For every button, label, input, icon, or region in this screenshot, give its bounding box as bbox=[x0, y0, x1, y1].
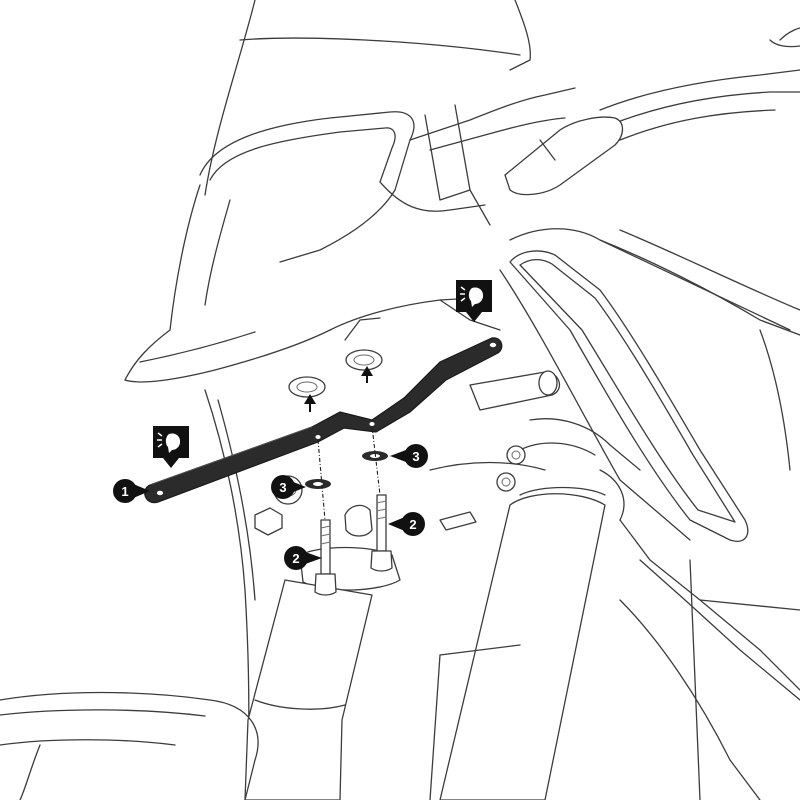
callout-label: 3 bbox=[279, 480, 286, 495]
up-arrow-icon bbox=[361, 366, 373, 383]
assembly-axis-line bbox=[371, 425, 381, 496]
bolt-part bbox=[314, 519, 337, 596]
assembly-axis-line bbox=[317, 439, 326, 521]
callout-washer: 3 bbox=[390, 444, 428, 468]
torque-instruction-icon bbox=[153, 426, 189, 468]
callout-bolt: 2 bbox=[388, 512, 425, 536]
washer-part bbox=[305, 479, 331, 489]
callout-washer: 3 bbox=[271, 475, 306, 499]
callout-bolt: 2 bbox=[284, 546, 322, 570]
callout-label: 1 bbox=[121, 484, 128, 499]
torque-instruction-icon bbox=[456, 280, 492, 322]
callout-label: 2 bbox=[409, 517, 416, 532]
callout-label: 3 bbox=[412, 449, 419, 464]
up-arrow-icon bbox=[304, 394, 316, 412]
bracket-part bbox=[144, 337, 503, 504]
frame-mounting-holes bbox=[288, 349, 383, 398]
callout-label: 2 bbox=[292, 551, 299, 566]
bolt-part bbox=[370, 494, 393, 572]
callout-bracket: 1 bbox=[113, 479, 150, 503]
